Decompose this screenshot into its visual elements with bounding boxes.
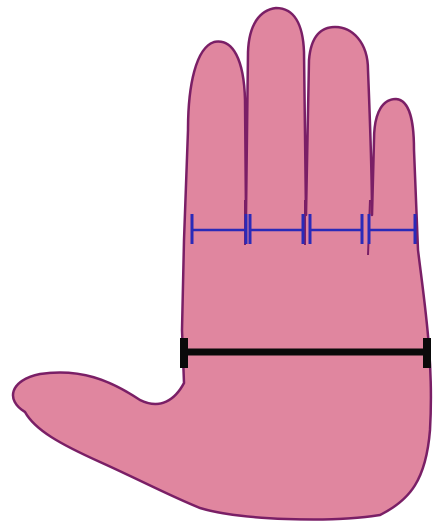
- hand-outline: [13, 8, 431, 519]
- palm-measure-cap-right: [423, 338, 431, 368]
- palm-measure-cap-left: [180, 338, 188, 368]
